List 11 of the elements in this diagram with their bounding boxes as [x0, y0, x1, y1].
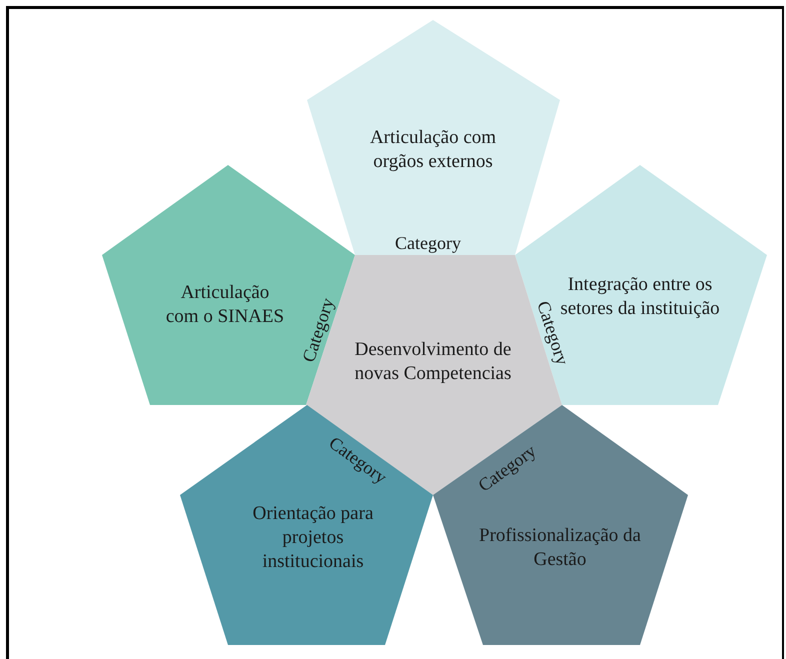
pentagon-node [433, 405, 688, 645]
category-label: Category [395, 233, 461, 253]
node-text: Articulação com o SINAES [165, 281, 285, 329]
node-text: Profissionalização da Gestão [478, 524, 642, 572]
node-text: Desenvolvimento de novas Competencias [354, 338, 512, 386]
node-text: Articulação com orgãos externos [368, 126, 498, 174]
pentagon-node [102, 165, 355, 405]
pentagon-node [307, 20, 560, 255]
node-text: Orientação para projetos institucionais [252, 502, 374, 574]
pentagon-node [180, 405, 433, 645]
pentagon-node [515, 165, 767, 405]
